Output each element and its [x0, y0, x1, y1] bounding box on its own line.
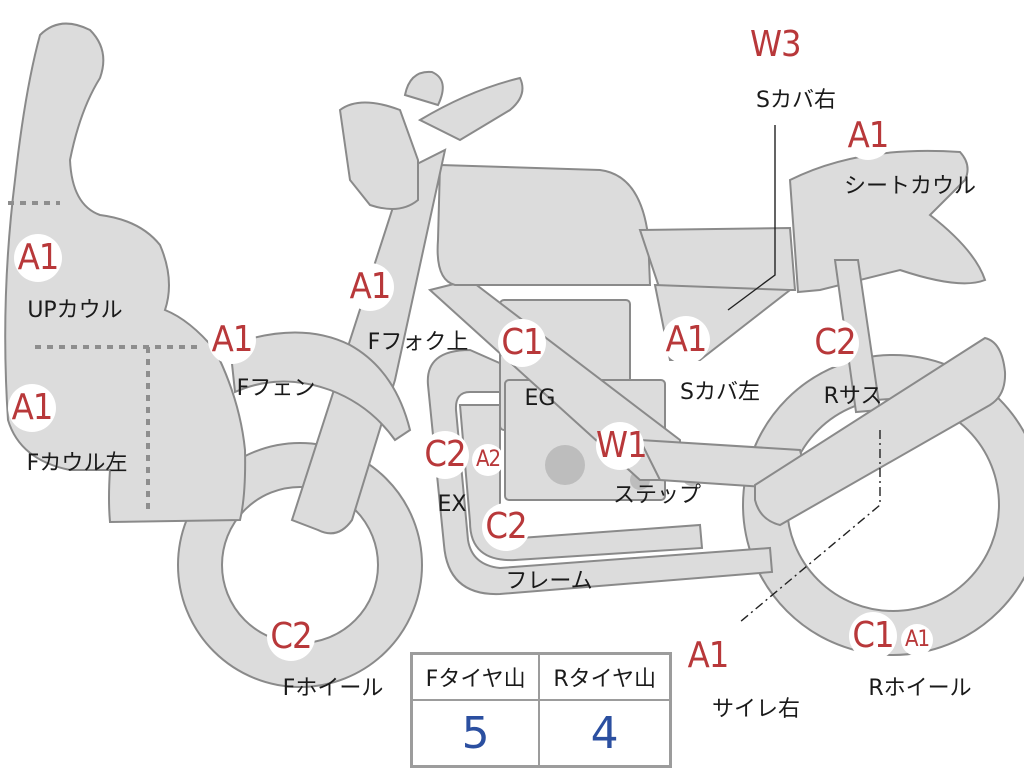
grade-badge-secondary: A1 [901, 624, 933, 656]
part-label: サイレ右 [711, 697, 801, 722]
part-label: Fホイール [282, 676, 384, 701]
part-label: EX [437, 492, 467, 517]
part-label: Rサス [823, 384, 883, 409]
front-tire-tread-header: Fタイヤ山 [410, 652, 541, 701]
part-label: ステップ [612, 483, 702, 508]
front-fork-shape [290, 148, 447, 535]
part-label: フレーム [505, 569, 593, 594]
grade-badge: A1 [662, 316, 710, 364]
part-label: Rホイール [868, 676, 972, 701]
grade-badge: C2 [421, 431, 469, 479]
leader-s-cover-right [727, 125, 776, 311]
grade-badge: C2 [482, 503, 530, 551]
grade-badge: A1 [14, 234, 62, 282]
grade-badge: A1 [346, 263, 394, 311]
fuel-tank-shape [436, 163, 652, 286]
fairing-shape [4, 22, 247, 524]
grade-badge: W3 [750, 21, 802, 69]
grade-badge: C1 [849, 612, 897, 660]
seat-cowl-shape [788, 149, 987, 294]
part-label: シートカウル [843, 174, 977, 199]
part-label: Sカバ左 [680, 380, 760, 405]
part-label: Fカウル左 [26, 451, 128, 476]
grade-badge-secondary: A2 [472, 444, 504, 476]
grade-badge: A1 [208, 316, 256, 364]
grade-badge: C2 [267, 613, 315, 661]
tire-tread-table: Fタイヤ山 Rタイヤ山 5 4 [410, 652, 672, 768]
part-label: EG [524, 386, 556, 411]
rear-tire-tread-value: 4 [538, 699, 672, 768]
mirror-shape [403, 70, 444, 107]
grade-badge: A1 [8, 384, 56, 432]
headlight-shape [338, 101, 419, 210]
part-label: Fフェン [236, 376, 316, 401]
seat-shape [638, 226, 797, 291]
grade-badge: A1 [684, 632, 732, 680]
engine-cover-shape [545, 445, 585, 485]
grade-badge: A1 [844, 112, 892, 160]
grade-badge: C1 [498, 319, 546, 367]
frame-shape [426, 348, 774, 596]
front-tire-tread-value: 5 [410, 699, 541, 768]
part-label: UPカウル [27, 298, 123, 323]
part-label: Sカバ右 [756, 88, 836, 113]
grade-badge: C2 [811, 319, 859, 367]
part-label: Fフォク上 [367, 330, 469, 355]
grade-badge: W1 [596, 422, 648, 470]
handlebar-shape [417, 76, 524, 142]
leader-silencer-right [739, 430, 881, 623]
front-fender-shape [228, 331, 412, 442]
rear-tire-tread-header: Rタイヤ山 [538, 652, 672, 701]
